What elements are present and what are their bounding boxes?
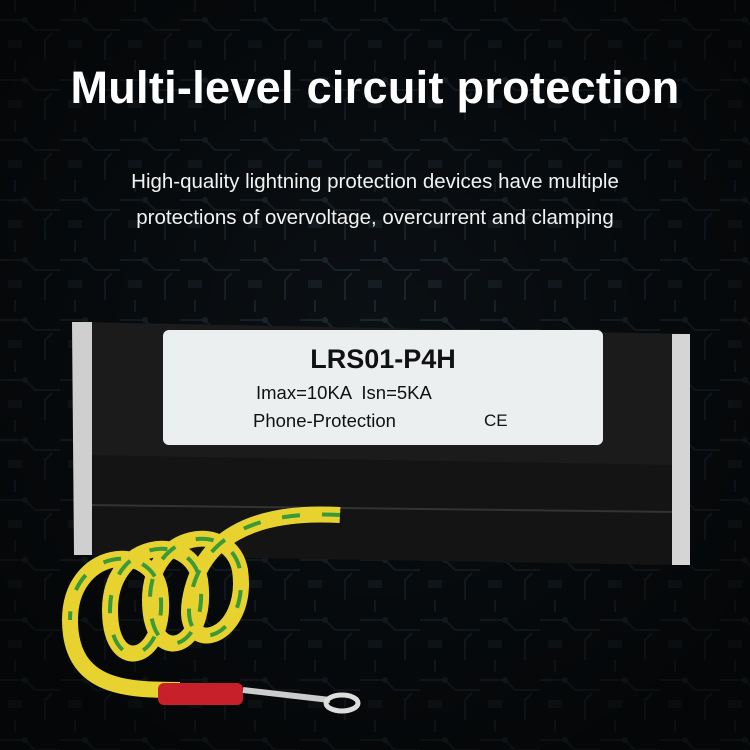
- subtitle-line-2: protections of overvoltage, overcurrent …: [136, 206, 614, 229]
- product-label: LRS01-P4H Imax=10KA Isn=5KA Phone-Protec…: [163, 330, 603, 445]
- in-label: IN: [200, 380, 218, 400]
- current-spec: Imax=10KA Isn=5KA: [256, 382, 432, 403]
- page-title: Multi-level circuit protection: [70, 62, 680, 113]
- product-type: Phone-Protection: [253, 410, 396, 431]
- model-number: LRS01-P4H: [310, 344, 456, 374]
- wire-terminal: [158, 683, 243, 705]
- out-label: OUT: [531, 390, 569, 410]
- ground-wire-coil: [61, 506, 341, 698]
- ce-mark: CE: [484, 411, 508, 430]
- subtitle-line-1: High-quality lightning protection device…: [131, 170, 619, 193]
- end-cap-right: [672, 334, 690, 565]
- end-cap-left: [72, 322, 92, 555]
